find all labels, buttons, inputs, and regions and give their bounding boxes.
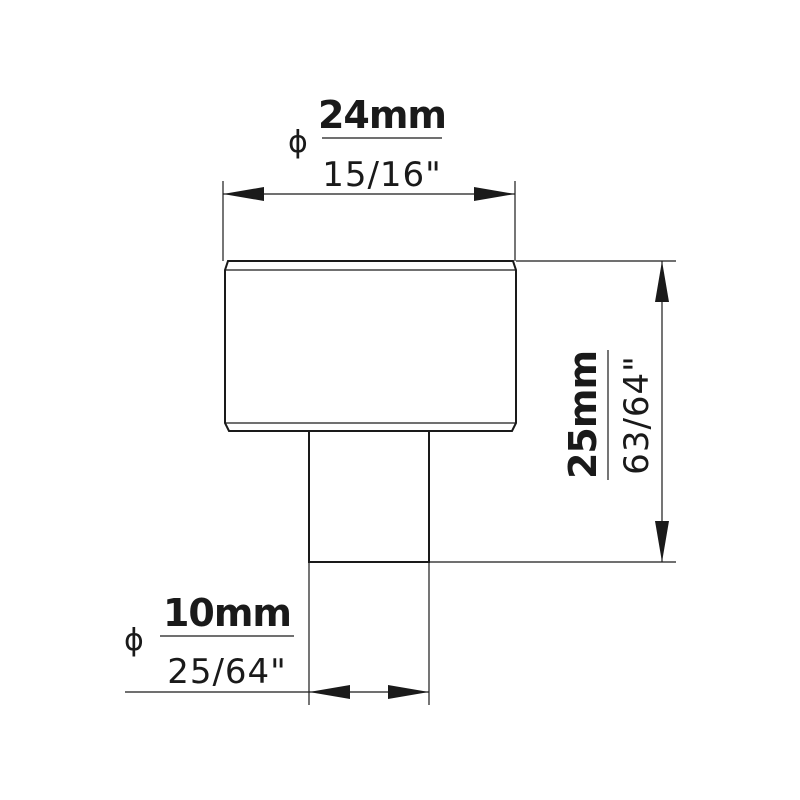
height-dimension: 25mm 63/64" xyxy=(429,260,676,563)
arrow-right xyxy=(474,187,515,201)
arrow-top xyxy=(655,261,669,302)
knob-head xyxy=(224,260,517,432)
arrow-bottom xyxy=(655,521,669,562)
top-diameter-imperial: 15/16" xyxy=(322,155,442,195)
height-imperial: 63/64" xyxy=(617,355,657,475)
top-diameter-symbol: ϕ xyxy=(288,125,308,160)
arrow-left xyxy=(309,685,350,699)
knob-stem xyxy=(308,430,430,563)
stem-diameter-metric: 10mm xyxy=(163,591,291,635)
stem-diameter-imperial: 25/64" xyxy=(167,652,287,692)
arrow-right xyxy=(388,685,429,699)
height-metric: 25mm xyxy=(561,351,605,479)
top-diameter-dimension: ϕ 24mm 15/16" xyxy=(222,93,516,261)
arrow-left xyxy=(223,187,264,201)
stem-diameter-symbol: ϕ xyxy=(124,623,144,658)
top-diameter-metric: 24mm xyxy=(318,93,446,137)
stem-diameter-dimension: ϕ 10mm 25/64" xyxy=(124,562,430,705)
